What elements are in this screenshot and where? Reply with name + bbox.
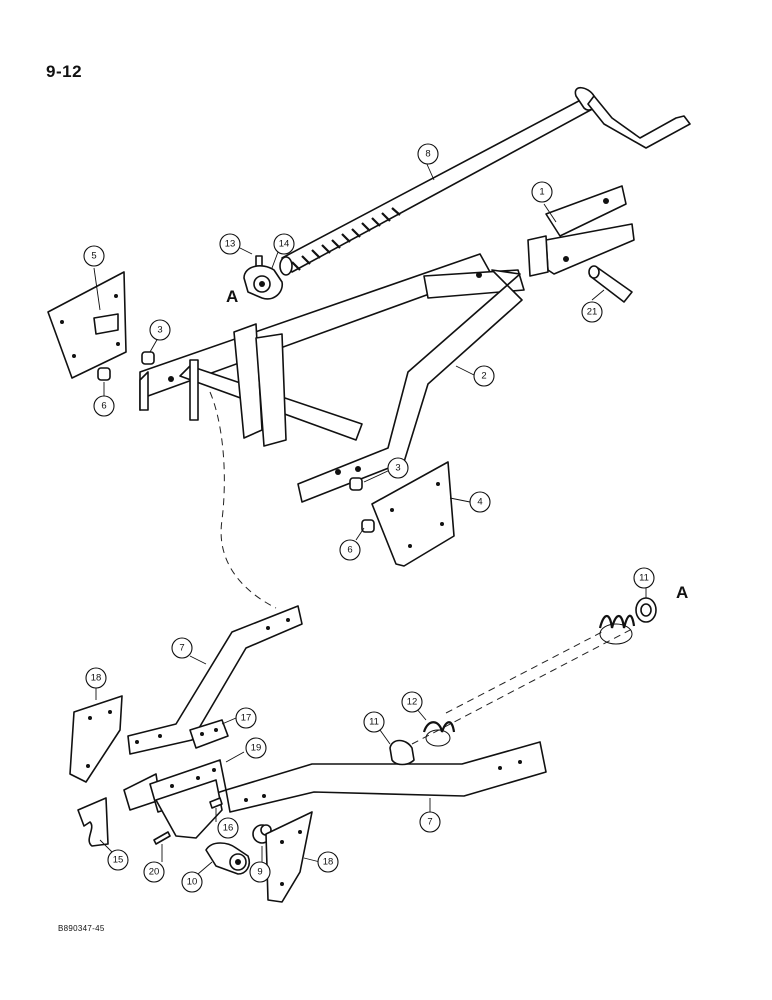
callout-19: 19	[245, 737, 267, 759]
spring-cup-lower	[389, 739, 415, 766]
bushing-upper	[141, 351, 155, 365]
callout-5: 5	[83, 245, 105, 267]
callout-2: 2	[473, 365, 495, 387]
mounting-plate-left	[69, 695, 123, 783]
a-frame	[139, 253, 525, 503]
side-plate-right	[371, 461, 455, 567]
mounting-plate-right	[265, 811, 313, 903]
bushing-right	[349, 477, 363, 491]
callout-8: 8	[417, 143, 439, 165]
callout-4: 4	[469, 491, 491, 513]
svg-text:11: 11	[369, 717, 379, 728]
callout-18-upper: 18	[85, 667, 107, 689]
crank-screw-rod	[279, 86, 691, 276]
callout-6-lower: 6	[339, 539, 361, 561]
svg-text:21: 21	[587, 307, 598, 318]
small-pin	[209, 797, 223, 809]
svg-text:17: 17	[241, 713, 252, 724]
svg-text:20: 20	[149, 867, 160, 878]
bushing-left	[97, 367, 111, 381]
svg-text:14: 14	[279, 239, 290, 250]
svg-text:9: 9	[257, 867, 262, 878]
trunnion-nut	[243, 265, 284, 300]
compression-spring-upper	[598, 614, 636, 645]
svg-text:19: 19	[251, 743, 262, 754]
ref-letter-lower: A	[676, 583, 688, 602]
svg-text:11: 11	[639, 573, 649, 584]
callout-12: 12	[401, 691, 423, 713]
callout-13: 13	[219, 233, 241, 255]
svg-text:16: 16	[223, 823, 234, 834]
callout-6-upper: 6	[93, 395, 115, 417]
alignment-dash-line-upper	[445, 631, 603, 714]
callout-3-upper: 3	[149, 319, 171, 341]
clevis-bracket	[527, 185, 635, 277]
callout-21: 21	[581, 301, 603, 323]
callout-3-lower: 3	[387, 457, 409, 479]
callout-17: 17	[235, 707, 257, 729]
svg-text:13: 13	[225, 239, 236, 250]
svg-text:6: 6	[347, 545, 352, 556]
svg-text:2: 2	[481, 371, 486, 382]
svg-text:1: 1	[539, 187, 544, 198]
pin	[588, 265, 633, 303]
side-plate-left	[47, 271, 127, 379]
alignment-dash-line-lower	[411, 627, 635, 745]
callout-15: 15	[107, 849, 129, 871]
svg-text:3: 3	[157, 325, 162, 336]
svg-text:5: 5	[91, 251, 96, 262]
callout-9: 9	[249, 861, 271, 883]
callout-11-lower: 11	[363, 711, 385, 733]
callout-20: 20	[143, 861, 165, 883]
figure-code: B890347-45	[58, 924, 105, 933]
callout-7-lower: 7	[419, 811, 441, 833]
ref-letter-upper: A	[226, 287, 238, 306]
svg-text:4: 4	[477, 497, 482, 508]
routing-dash-line	[209, 391, 277, 609]
svg-text:3: 3	[395, 463, 400, 474]
callout-7-upper: 7	[171, 637, 193, 659]
svg-text:12: 12	[407, 697, 418, 708]
lower-arm-right	[225, 741, 547, 813]
compression-spring-lower	[422, 721, 456, 747]
svg-text:7: 7	[179, 643, 184, 654]
pivot-bracket	[123, 759, 227, 839]
svg-text:8: 8	[425, 149, 430, 160]
callout-1: 1	[531, 181, 553, 203]
bushing-lower	[361, 519, 375, 533]
svg-text:10: 10	[187, 877, 198, 888]
spring-cup-upper	[635, 597, 657, 623]
svg-text:18: 18	[323, 857, 334, 868]
svg-text:6: 6	[101, 401, 106, 412]
cotter-pin	[153, 831, 171, 845]
lower-arm-left	[127, 605, 303, 755]
svg-text:18: 18	[91, 673, 102, 684]
hook-plate	[77, 797, 109, 847]
spacer-block	[189, 719, 229, 749]
callout-14: 14	[273, 233, 295, 255]
callout-16: 16	[217, 817, 239, 839]
callout-11-upper: 11	[633, 567, 655, 589]
svg-text:15: 15	[113, 855, 124, 866]
page-number: 9-12	[46, 62, 83, 81]
leader-lines	[93, 161, 647, 875]
callout-18-lower: 18	[317, 851, 339, 873]
callout-10: 10	[181, 871, 203, 893]
lower-trunnion	[205, 842, 251, 875]
svg-text:7: 7	[427, 817, 432, 828]
